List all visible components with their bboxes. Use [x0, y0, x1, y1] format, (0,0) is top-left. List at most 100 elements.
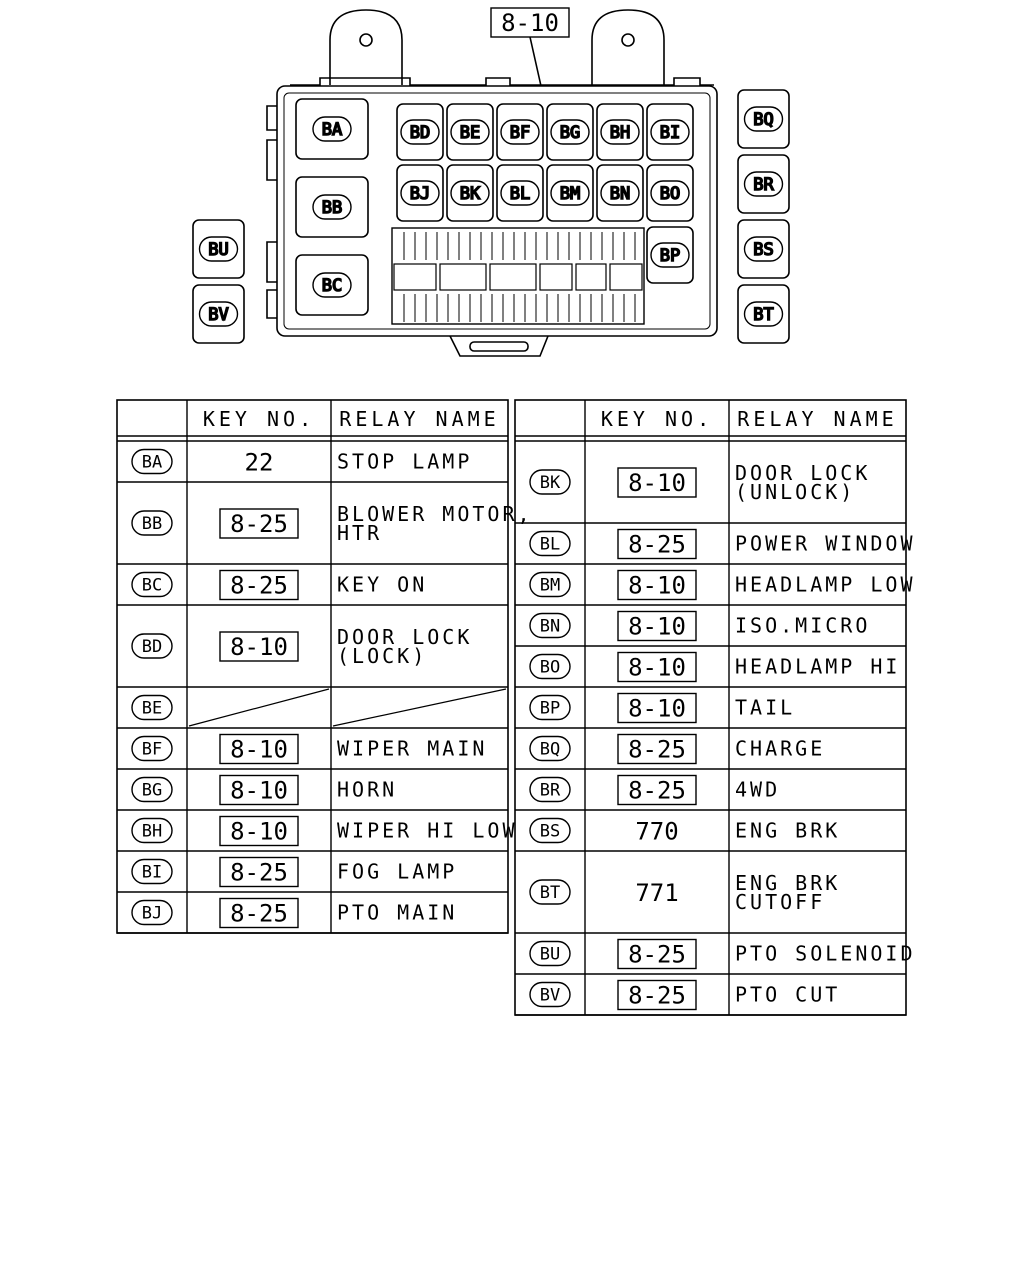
relay-code-label: BG	[560, 123, 580, 143]
side-clip	[266, 105, 277, 319]
relay-name: FOG LAMP	[337, 860, 457, 884]
relay-name: 4WD	[735, 778, 780, 802]
relay-slot-bf: BF	[496, 103, 544, 161]
relay-code-badge	[600, 180, 640, 206]
table-frame	[116, 399, 509, 934]
header-relay-name: RELAY NAME	[339, 407, 499, 431]
relay-code-badge	[131, 817, 173, 844]
relay-slot-outline	[737, 219, 790, 279]
relay-slot-br: BR	[737, 154, 790, 214]
relay-code: BU	[540, 945, 560, 965]
relay-slot-outline	[192, 284, 245, 344]
key-ref-box	[219, 856, 299, 888]
key-no: 8-10	[230, 818, 288, 846]
relay-code-label: BK	[460, 184, 481, 204]
relay-code-badge	[131, 448, 173, 475]
key-no: 8-25	[628, 982, 686, 1010]
relay-slot-bj: BJ	[396, 164, 444, 222]
relay-code-badge	[650, 180, 690, 206]
relay-code-badge	[131, 694, 173, 721]
relay-code: BI	[142, 863, 162, 883]
relay-code: BM	[540, 576, 560, 596]
relay-code: BC	[142, 576, 162, 596]
key-no: 8-25	[628, 531, 686, 559]
relay-code-label: BD	[410, 123, 430, 143]
relay-code-badge	[400, 180, 440, 206]
relay-code: BB	[142, 514, 162, 534]
relay-code: BV	[540, 986, 560, 1006]
relay-box-housing	[276, 85, 718, 337]
relay-code-badge	[743, 236, 784, 262]
header-key-no: KEY NO.	[601, 407, 713, 431]
key-ref-box	[617, 528, 697, 560]
key-no: 770	[635, 818, 678, 846]
key-no: 8-10	[628, 613, 686, 641]
connector-fuse-slot	[489, 263, 537, 291]
relay-name: HORN	[337, 778, 397, 802]
relay-name: ENG BRK	[735, 871, 840, 895]
housing-inner-frame	[283, 92, 711, 330]
relay-name: STOP LAMP	[337, 450, 472, 474]
key-no: 8-10	[628, 695, 686, 723]
relay-code-badge	[400, 119, 440, 145]
relay-slot-outline	[646, 226, 694, 284]
relay-code-label: BV	[208, 305, 228, 325]
relay-slot-outline	[446, 103, 494, 161]
relay-name: CHARGE	[735, 737, 825, 761]
key-no: 8-25	[230, 572, 288, 600]
connector-fuse-slot	[609, 263, 643, 291]
relay-code-badge	[131, 510, 173, 536]
key-ref-box	[617, 692, 697, 724]
relay-slot-outline	[446, 164, 494, 222]
relay-code: BN	[540, 617, 560, 637]
empty-cell-slash	[188, 688, 330, 727]
key-ref-box	[617, 467, 697, 498]
relay-code-label: BF	[510, 123, 530, 143]
relay-slot-bi: BI	[646, 103, 694, 161]
key-no: 8-25	[628, 736, 686, 764]
relay-code: BR	[540, 781, 561, 801]
relay-code-badge	[743, 301, 784, 327]
relay-code: BA	[142, 453, 162, 473]
relay-slot-outline	[192, 219, 245, 279]
relay-slot-be: BE	[446, 103, 494, 161]
relay-name: PTO MAIN	[337, 901, 457, 925]
key-no: 8-25	[628, 941, 686, 969]
relay-slot-outline	[396, 103, 444, 161]
relay-code: BH	[142, 822, 162, 842]
connector-pins-top	[403, 232, 636, 260]
relay-name: KEY ON	[337, 573, 427, 597]
header-relay-name: RELAY NAME	[737, 407, 897, 431]
key-no: 8-25	[230, 859, 288, 887]
relay-slot-bq: BQ	[737, 89, 790, 149]
relay-code-label: BI	[660, 123, 680, 143]
table-row: BE	[117, 688, 508, 729]
key-ref-box	[219, 631, 299, 662]
mounting-ear-left	[329, 9, 403, 85]
relay-name: HEADLAMP HI	[735, 655, 900, 679]
relay-slot-bp: BP	[646, 226, 694, 284]
relay-code-label: BR	[753, 175, 774, 195]
housing-top-ridge	[290, 77, 714, 86]
key-no: 8-10	[230, 777, 288, 805]
bottom-tab-slot	[469, 341, 529, 352]
relay-name-line2: HTR	[337, 521, 382, 545]
connector-block	[391, 227, 645, 325]
relay-code-badge	[529, 940, 571, 967]
relay-code-badge	[529, 653, 571, 680]
relay-code-badge	[550, 119, 590, 145]
relay-slot-bh: BH	[596, 103, 644, 161]
relay-code-badge	[198, 236, 239, 262]
relay-code-badge	[450, 180, 490, 206]
relay-slot-bv: BV	[192, 284, 245, 344]
key-ref-box	[219, 508, 299, 539]
mounting-hole-right	[621, 33, 635, 47]
